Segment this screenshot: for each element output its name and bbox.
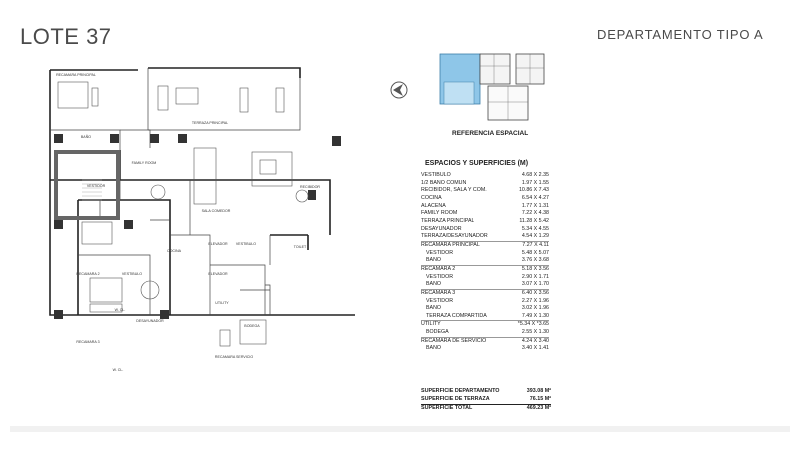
label-recamara-3: RECAMARA 3 bbox=[76, 340, 99, 344]
label-sala-comedor: SALA COMEDOR bbox=[202, 209, 231, 213]
label-wcl-2: W. CL. bbox=[113, 368, 124, 372]
apartment-type-title: DEPARTAMENTO TIPO A bbox=[597, 27, 764, 42]
space-row: UTILITY*5.34 X *3.65 bbox=[421, 320, 549, 328]
label-recamara-servicio: RECAMARA SERVICIO bbox=[215, 355, 253, 359]
space-row: RECIBIDOR, SALA Y COM.10.86 X 7.43 bbox=[421, 187, 549, 194]
label-elevador-2: ELEVADOR bbox=[208, 272, 228, 276]
label-elevador-1: ELEVADOR bbox=[208, 242, 228, 246]
label-family-room: FAMILY ROOM bbox=[132, 161, 157, 165]
label-recamara-2: RECAMARA 2 bbox=[76, 272, 99, 276]
lote-title: LOTE 37 bbox=[20, 24, 112, 49]
label-toilet: TOILET bbox=[294, 245, 307, 249]
key-plan-thumbnail bbox=[439, 53, 545, 121]
label-wcl-1: W. CL. bbox=[115, 308, 126, 312]
label-vestibulo: VESTIBULO bbox=[236, 242, 256, 246]
label-cocina: COCINA bbox=[167, 249, 182, 253]
north-compass-icon bbox=[390, 81, 408, 99]
floor-plan: RECAMARA PRINCIPAL TERRAZA PRINCIPAL BAÑ… bbox=[49, 67, 355, 372]
label-desayunador: DESAYUNADOR bbox=[136, 319, 164, 323]
label-recamara-principal: RECAMARA PRINCIPAL bbox=[56, 73, 96, 77]
label-vestidor-principal: VESTIDOR bbox=[87, 184, 106, 188]
label-recibidor: RECIBIDOR bbox=[300, 185, 320, 189]
footer-bar bbox=[10, 426, 790, 432]
spaces-title: ESPACIOS Y SUPERFICIES (M) bbox=[425, 160, 529, 167]
label-bano-principal: BAÑO bbox=[81, 134, 91, 139]
key-plan-label: REFERENCIA ESPACIAL bbox=[452, 130, 529, 137]
label-utility: UTILITY bbox=[215, 301, 229, 305]
label-terraza-principal: TERRAZA PRINCIPAL bbox=[192, 121, 228, 125]
label-vestibulo-2: VESTIBULO bbox=[122, 272, 142, 276]
label-bodega: BODEGA bbox=[244, 324, 260, 328]
